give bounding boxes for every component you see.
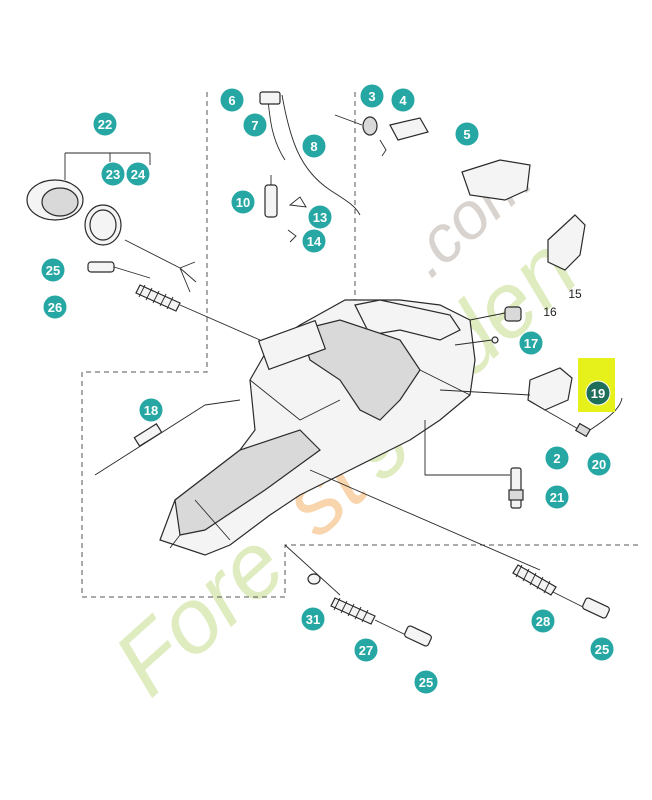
callout-circle	[518, 330, 544, 356]
lower-fasteners	[284, 469, 610, 647]
callout-circle	[589, 636, 615, 662]
callout-25: 25	[589, 636, 615, 662]
cover-parts	[461, 159, 586, 271]
valve-parts	[439, 367, 623, 438]
callout-25: 25	[40, 257, 66, 283]
callout-circle	[544, 445, 570, 471]
callout-circle	[125, 161, 151, 187]
callout-layer: 6 7 3 4 8 22 23 24 5 10 13 14 25 26 17 18 19 2 20 21 31 27 28 2…	[40, 83, 615, 695]
callout-circle	[300, 606, 326, 632]
callout-17: 17	[518, 330, 544, 356]
callout-circle	[301, 228, 327, 254]
callout-24: 24	[125, 161, 151, 187]
callout-label: 8	[310, 139, 317, 154]
callout-circle	[242, 112, 268, 138]
callout-23: 23	[100, 161, 126, 187]
callout-14: 14	[301, 228, 327, 254]
cable-18	[94, 399, 241, 476]
callout-label: 17	[524, 336, 538, 351]
callout-circle	[42, 294, 68, 320]
part-label-16: 16	[543, 305, 557, 319]
spark-plug	[424, 420, 524, 509]
callout-13: 13	[307, 204, 333, 230]
callout-circle	[301, 133, 327, 159]
filler-cap-assembly	[26, 152, 197, 293]
throttle-parts	[334, 114, 429, 157]
callout-label: 19	[591, 386, 605, 401]
callout-label: 25	[595, 642, 609, 657]
callout-label: 25	[46, 263, 60, 278]
callout-label: 2	[553, 451, 560, 466]
callout-circle	[138, 397, 164, 423]
callout-label: 24	[131, 167, 146, 182]
callout-label: 20	[592, 457, 606, 472]
callout-label: 25	[419, 675, 433, 690]
callout-20: 20	[586, 451, 612, 477]
callout-18: 18	[138, 397, 164, 423]
callout-31: 31	[300, 606, 326, 632]
crankcase-housing	[159, 299, 476, 556]
callout-label: 21	[550, 490, 564, 505]
callout-circle	[92, 111, 118, 137]
callout-circle	[359, 83, 385, 109]
callout-label: 13	[313, 210, 327, 225]
callout-circle	[544, 484, 570, 510]
upper-left-fasteners	[87, 261, 261, 341]
callout-circle	[586, 451, 612, 477]
small-fasteners	[454, 306, 522, 346]
callout-21: 21	[544, 484, 570, 510]
callout-circle	[530, 608, 556, 634]
callout-4: 4	[390, 87, 416, 113]
callout-label: 10	[236, 195, 250, 210]
callout-circle	[40, 257, 66, 283]
callout-22: 22	[92, 111, 118, 137]
callout-label: 4	[399, 93, 407, 108]
callout-3: 3	[359, 83, 385, 109]
callout-25: 25	[413, 669, 439, 695]
callout-label: 28	[536, 614, 550, 629]
callout-circle	[100, 161, 126, 187]
callout-circle	[585, 380, 611, 406]
callout-2: 2	[544, 445, 570, 471]
callout-circle	[230, 189, 256, 215]
callout-circle	[390, 87, 416, 113]
callout-label: 22	[98, 117, 112, 132]
callout-label: 26	[48, 300, 62, 315]
callout-5: 5	[454, 121, 480, 147]
callout-label: 7	[251, 118, 258, 133]
callout-label: 5	[463, 127, 470, 142]
callout-27: 27	[353, 637, 379, 663]
part-label-15: 15	[568, 287, 582, 301]
callout-label: 14	[307, 234, 322, 249]
callout-26: 26	[42, 294, 68, 320]
callout-19: 19	[585, 380, 611, 406]
callout-6: 6	[219, 87, 245, 113]
callout-8: 8	[301, 133, 327, 159]
callout-circle	[413, 669, 439, 695]
callout-circle	[307, 204, 333, 230]
callout-10: 10	[230, 189, 256, 215]
callout-28: 28	[530, 608, 556, 634]
cable-assembly	[259, 91, 361, 243]
callout-label: 3	[368, 89, 375, 104]
callout-label: 31	[306, 612, 320, 627]
callout-circle	[353, 637, 379, 663]
callout-label: 23	[106, 167, 120, 182]
callout-circle	[219, 87, 245, 113]
callout-circle	[454, 121, 480, 147]
callout-7: 7	[242, 112, 268, 138]
callout-label: 27	[359, 643, 373, 658]
callout-label: 6	[228, 93, 235, 108]
callout-label: 18	[144, 403, 158, 418]
